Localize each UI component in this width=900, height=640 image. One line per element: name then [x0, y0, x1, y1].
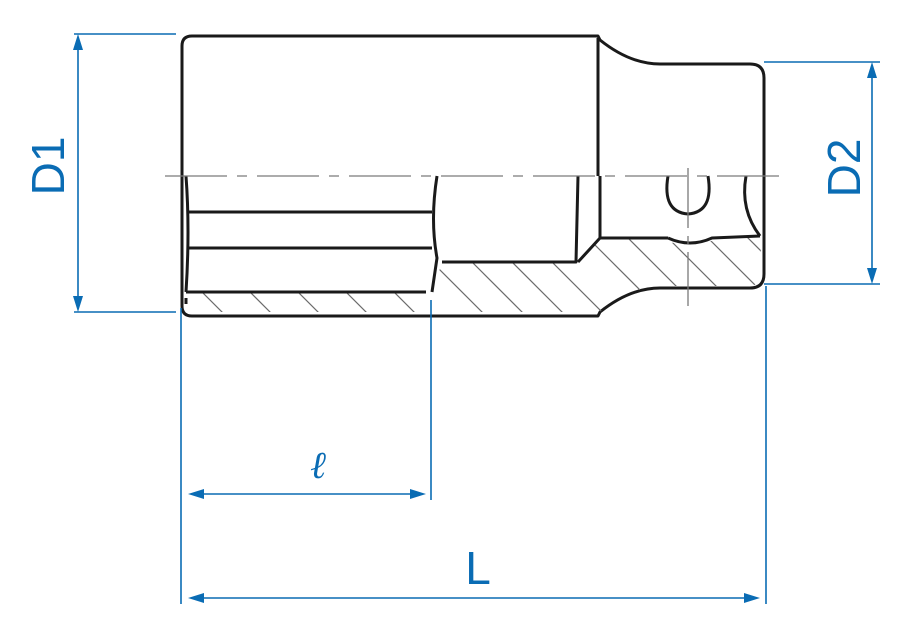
ell-arrow-left — [188, 489, 204, 499]
L-arrow-left — [188, 593, 204, 603]
d1-arrow-bottom — [73, 296, 83, 312]
centerlines — [165, 168, 782, 306]
hatch-body-section — [432, 236, 762, 312]
label-L: L — [465, 542, 491, 594]
hex-left-edge — [184, 175, 190, 293]
socket-internal-section — [184, 175, 762, 304]
label-d1: D1 — [22, 137, 74, 196]
ell-arrow-right — [410, 489, 426, 499]
label-d2: D2 — [818, 139, 870, 198]
socket-outer-outline — [180, 34, 766, 318]
middle-bore-step — [442, 175, 580, 264]
d1-arrow-top — [73, 34, 83, 50]
dimensions — [73, 33, 880, 604]
square-drive-inner — [667, 234, 761, 245]
socket-body — [180, 34, 766, 318]
L-arrow-right — [744, 593, 760, 603]
hex-bore-end-curve — [430, 175, 439, 293]
label-ell: ℓ — [310, 443, 326, 487]
d2-arrow-bottom — [867, 268, 877, 284]
middle-bore-taper — [576, 176, 602, 264]
hatch-bottom-wall — [202, 293, 415, 312]
d2-arrow-top — [867, 62, 877, 78]
drive-right-edge — [743, 175, 762, 237]
